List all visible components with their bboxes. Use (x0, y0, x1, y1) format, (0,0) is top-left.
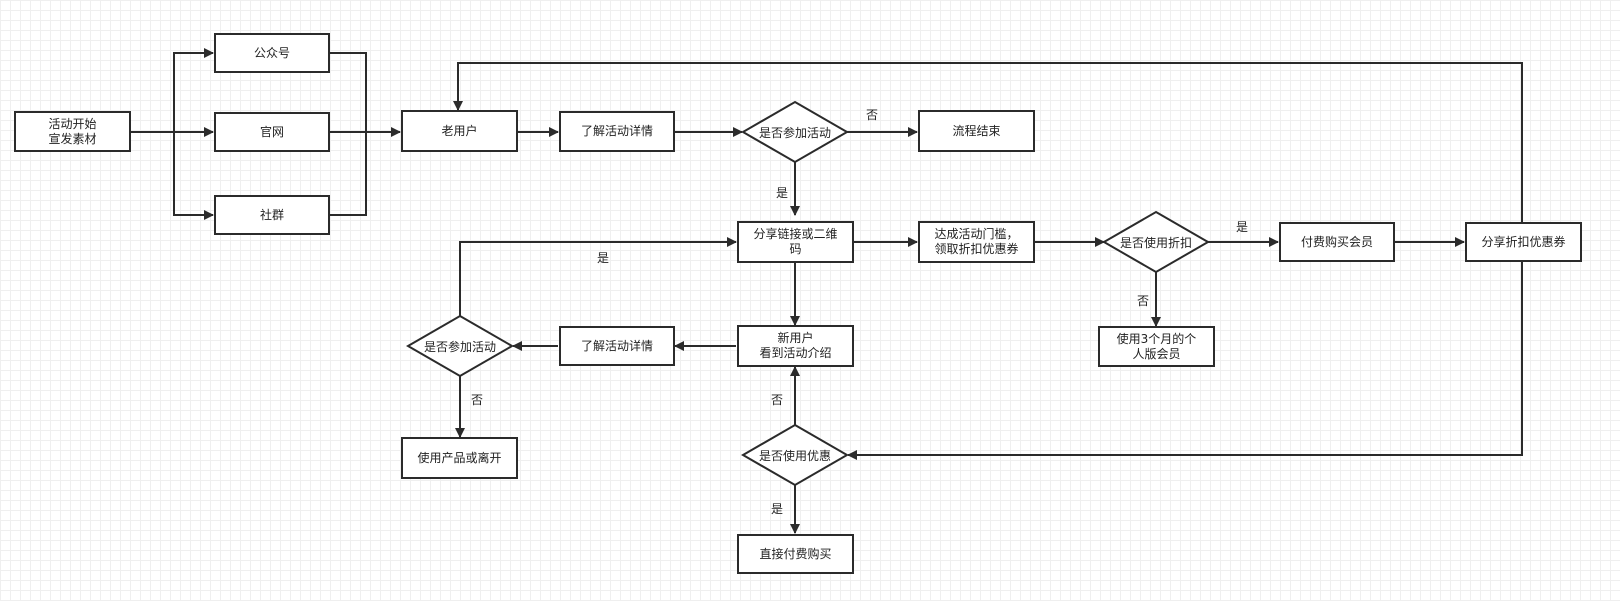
learn-details-label-2: 了解活动详情 (580, 338, 653, 353)
share-link-label: 分享链接或二维 码 (753, 227, 838, 256)
edge-shequn-olduser (330, 132, 367, 216)
use-or-leave-node: 使用产品或离开 (401, 437, 518, 479)
use-3-months-label: 使用3个月的个 人版会员 (1116, 331, 1197, 361)
decision-diamond-2 (405, 314, 515, 378)
channel-guanwang-label: 官网 (259, 124, 284, 139)
edge-label-no-end: 否 (866, 108, 879, 122)
old-user-label: 老用户 (441, 123, 478, 138)
decision-discount-label: 是否使用折扣 (1119, 235, 1192, 250)
edge-sharecoupon-decidecoupon (847, 262, 1523, 460)
start-node: 活动开始 宣发素材 (14, 111, 131, 152)
edge-sharecoupon-olduser (453, 62, 1523, 222)
edge-label-yes-left: 是 (597, 251, 610, 265)
old-user-node: 老用户 (401, 110, 518, 152)
edge-start-shequn (131, 131, 214, 220)
end-flow-label: 流程结束 (952, 123, 1001, 138)
edge-label-yes-direct: 是 (771, 502, 784, 516)
edge-label-yes-share: 是 (776, 186, 789, 200)
reach-threshold-node: 达成活动门槛， 领取折扣优惠券 (918, 221, 1035, 263)
direct-pay-label: 直接付费购买 (759, 546, 832, 561)
channel-gongzhonghao-label: 公众号 (253, 45, 290, 60)
decision-diamond-1 (740, 100, 850, 164)
decision-2-label: 是否参加活动 (423, 339, 496, 354)
channel-gongzhonghao: 公众号 (214, 33, 330, 73)
use-or-leave-label: 使用产品或离开 (417, 450, 502, 465)
decision-diamond-discount (1101, 210, 1211, 274)
direct-pay-node: 直接付费购买 (737, 534, 854, 574)
channel-shequn: 社群 (214, 195, 330, 235)
decision-diamond-coupon (740, 423, 850, 487)
edge-label-yes-pay: 是 (1236, 220, 1249, 234)
learn-details-label-1: 了解活动详情 (580, 124, 653, 138)
end-flow-node: 流程结束 (918, 110, 1035, 152)
channel-shequn-label: 社群 (259, 207, 284, 222)
share-coupon-node: 分享折扣优惠券 (1465, 222, 1582, 262)
edge-label-no-leave: 否 (471, 393, 484, 407)
edge-decide2-share (459, 237, 737, 316)
reach-threshold-label: 达成活动门槛， 领取折扣优惠券 (934, 227, 1019, 256)
edge-label-no-newuser: 否 (771, 393, 784, 407)
share-coupon-label: 分享折扣优惠券 (1481, 234, 1566, 249)
use-3-months-node: 使用3个月的个 人版会员 (1098, 326, 1215, 367)
share-link-node: 分享链接或二维 码 (737, 221, 854, 263)
new-user-label: 新用户 看到活动介绍 (759, 331, 832, 360)
start-node-label: 活动开始 宣发素材 (48, 116, 97, 146)
pay-member-node: 付费购买会员 (1279, 222, 1395, 262)
channel-guanwang: 官网 (214, 112, 330, 152)
new-user-node: 新用户 看到活动介绍 (737, 325, 854, 367)
edge-label-no-3months: 否 (1137, 294, 1150, 308)
decision-coupon-label: 是否使用优惠 (758, 448, 831, 463)
learn-details-node-1: 了解活动详情 (559, 111, 675, 152)
pay-member-label: 付费购买会员 (1300, 234, 1373, 249)
learn-details-node-2: 了解活动详情 (559, 326, 675, 366)
edge-gongzhonghao-olduser (330, 52, 367, 132)
decision-1-label: 是否参加活动 (758, 125, 831, 140)
edge-start-gongzhonghao (131, 48, 214, 133)
